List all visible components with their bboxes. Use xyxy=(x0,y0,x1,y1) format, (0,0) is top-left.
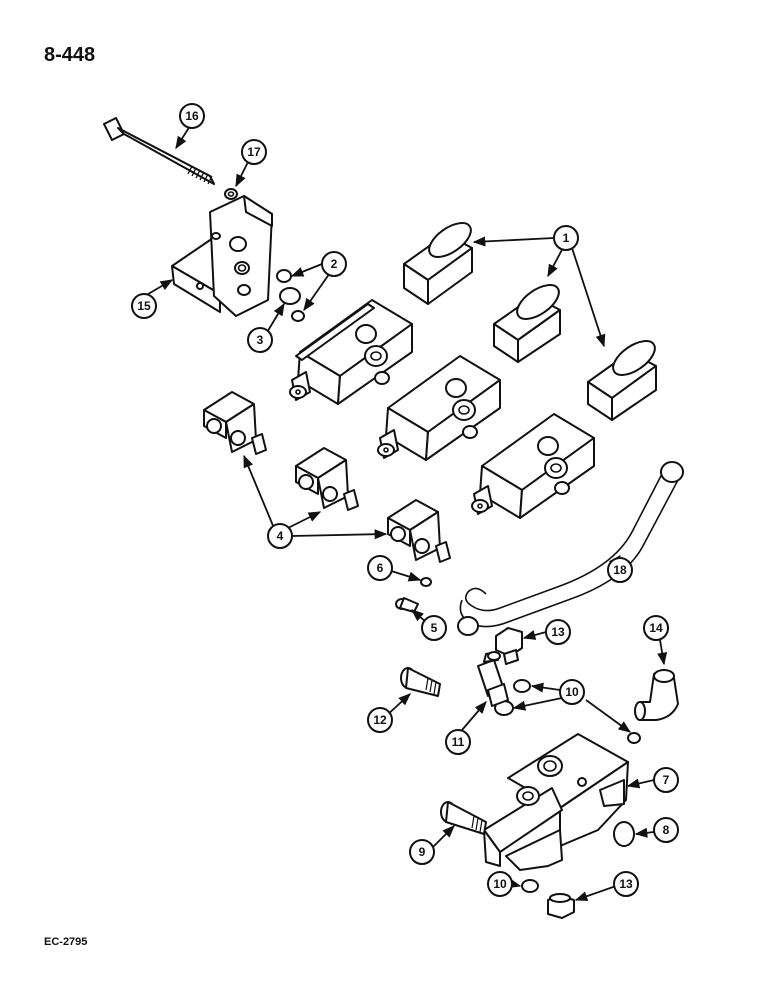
svg-text:17: 17 xyxy=(247,145,261,159)
elbow-fitting-part-14 xyxy=(634,669,679,721)
svg-text:9: 9 xyxy=(419,845,426,859)
drain-plug-part-13 xyxy=(547,893,575,919)
callout-10a: 10 xyxy=(559,679,585,705)
leader-lines xyxy=(137,125,668,902)
screw-part-5 xyxy=(395,597,419,613)
svg-text:8: 8 xyxy=(663,823,670,837)
svg-text:3: 3 xyxy=(257,333,264,347)
end-cover-part-15 xyxy=(171,195,273,317)
callout-9: 9 xyxy=(409,839,435,865)
callout-4: 4 xyxy=(267,523,293,549)
callout-13a: 13 xyxy=(545,619,571,645)
svg-text:10: 10 xyxy=(493,877,507,891)
callout-14: 14 xyxy=(643,615,669,641)
svg-text:12: 12 xyxy=(373,713,387,727)
callout-13b: 13 xyxy=(613,871,639,897)
washer-part-17 xyxy=(224,188,238,200)
svg-text:13: 13 xyxy=(619,877,633,891)
valve-section-part-1c xyxy=(471,340,657,519)
o-ring-part-8 xyxy=(613,821,635,847)
outlet-cover-part-7 xyxy=(483,733,629,871)
callout-17: 17 xyxy=(241,139,267,165)
svg-text:15: 15 xyxy=(137,299,151,313)
svg-text:13: 13 xyxy=(551,625,565,639)
adapter-part-11 xyxy=(477,651,509,707)
svg-text:11: 11 xyxy=(452,735,465,749)
o-rings-part-10 xyxy=(494,679,641,893)
tie-bolt-part-16 xyxy=(103,117,215,185)
clip-part-6 xyxy=(420,577,432,587)
callout-10b: 10 xyxy=(487,871,513,897)
callout-6: 6 xyxy=(367,555,393,581)
clevis-3 xyxy=(387,499,451,563)
svg-text:18: 18 xyxy=(613,563,627,577)
svg-text:4: 4 xyxy=(277,529,284,543)
svg-text:6: 6 xyxy=(377,561,384,575)
clevis-2 xyxy=(295,447,359,511)
callout-8: 8 xyxy=(653,817,679,843)
callout-3: 3 xyxy=(247,327,273,353)
svg-text:5: 5 xyxy=(431,621,438,635)
valve-section-part-1b xyxy=(377,284,561,461)
bolt-part-9 xyxy=(440,801,487,835)
callout-2: 2 xyxy=(321,251,347,277)
plug-part-13 xyxy=(495,627,523,665)
callout-18: 18 xyxy=(607,557,633,583)
callout-7: 7 xyxy=(653,767,679,793)
svg-text:1: 1 xyxy=(563,231,570,245)
svg-text:2: 2 xyxy=(331,257,338,271)
page-number: 8-448 xyxy=(44,44,96,66)
svg-text:7: 7 xyxy=(663,773,670,787)
clevis-brackets-part-4 xyxy=(203,391,451,563)
callout-16: 16 xyxy=(179,103,205,129)
svg-text:16: 16 xyxy=(185,109,199,123)
callout-5: 5 xyxy=(421,615,447,641)
o-rings-parts-2-3 xyxy=(276,269,305,322)
callout-15: 15 xyxy=(131,293,157,319)
svg-text:14: 14 xyxy=(649,621,663,635)
callout-12: 12 xyxy=(367,707,393,733)
reference-code: EC-2795 xyxy=(44,936,88,948)
bolt-part-12 xyxy=(400,667,441,697)
svg-text:10: 10 xyxy=(565,685,579,699)
valve-section-part-1a xyxy=(289,222,473,405)
callout-11: 11 xyxy=(445,729,471,755)
callout-1: 1 xyxy=(553,225,579,251)
clevis-1 xyxy=(203,391,267,455)
